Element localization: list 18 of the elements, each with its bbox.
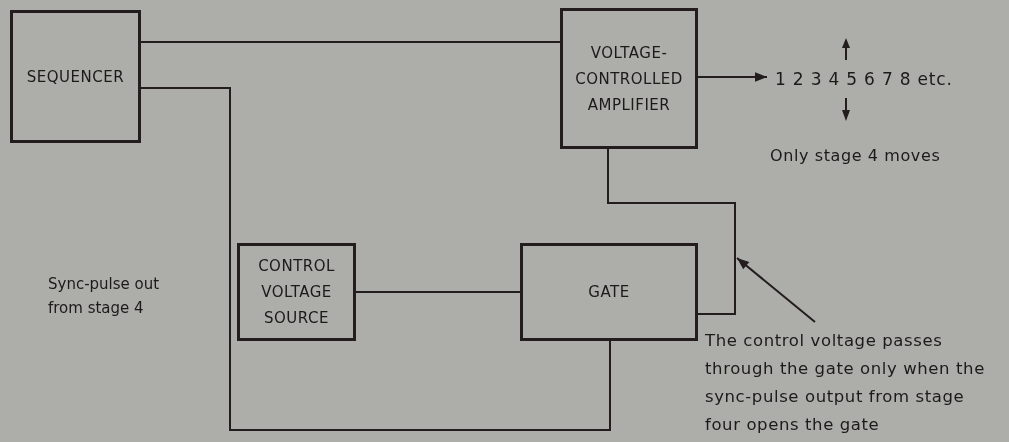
wire: [607, 148, 736, 315]
wire: [355, 291, 521, 293]
process-box: [560, 8, 698, 149]
stage-numbers: 1 2 3 4 5 6 7 8 etc.: [775, 68, 953, 91]
box-label: GATE: [588, 282, 630, 303]
annotation-text: The control voltage passes through the gate only when the sync-pulse output from stage four opens the gate: [705, 330, 986, 436]
wire: [140, 87, 611, 431]
process-box: [10, 10, 141, 143]
process-box: [237, 243, 356, 341]
process-box: [520, 243, 698, 341]
arrow: [697, 72, 768, 82]
box-label: CONTROL VOLTAGE SOURCE: [257, 256, 336, 329]
box-label: SEQUENCER: [26, 66, 125, 88]
box-label: VOLTAGE-CONTROLLED AMPLIFIER: [574, 42, 684, 116]
signal-label: Sync-pulse out from stage 4: [48, 274, 161, 319]
wire: [140, 41, 561, 43]
leader-line: [736, 257, 816, 323]
caption-text: Only stage 4 moves: [770, 145, 941, 167]
